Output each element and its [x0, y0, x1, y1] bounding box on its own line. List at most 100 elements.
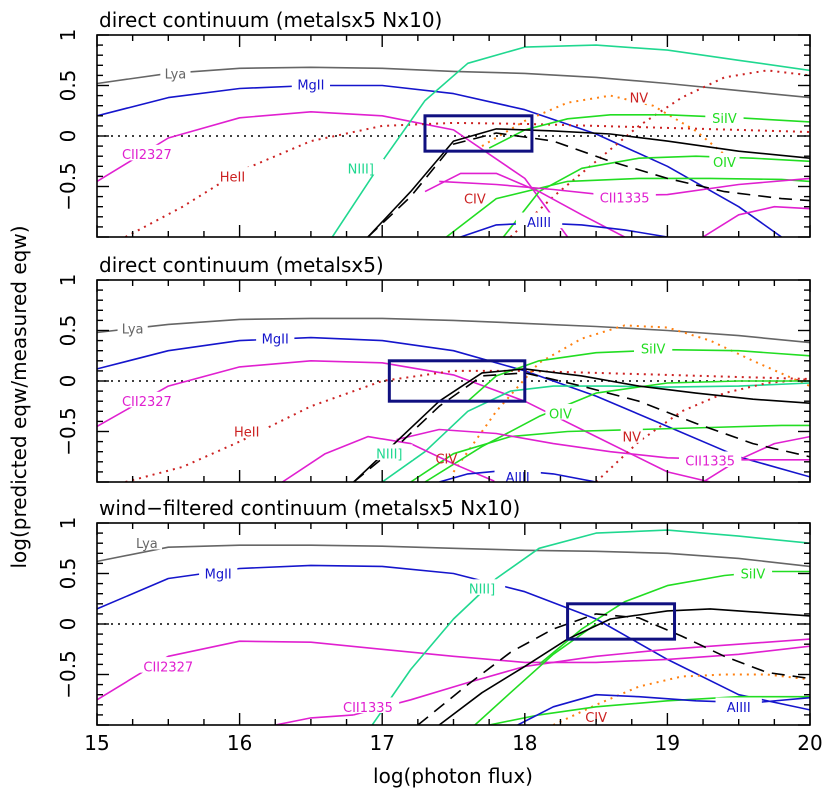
series-label-niii: NIII] — [376, 448, 402, 463]
x-tick-label: 16 — [227, 731, 252, 755]
series-label-lya: Lya — [136, 537, 158, 552]
panel-title: direct continuum (metalsx5 Nx10) — [99, 8, 442, 32]
series-line-unlabeled-12 — [281, 435, 497, 482]
y-tick-label: 0.5 — [56, 315, 80, 347]
x-tick-label: 15 — [84, 731, 109, 755]
x-tick-label: 20 — [797, 731, 822, 755]
series-label-mgii: MgII — [297, 78, 324, 93]
series-label-bg — [256, 329, 295, 345]
series-label-bg — [227, 422, 266, 438]
series-line-unlabeled-4 — [452, 324, 810, 473]
series-label-cii1335: CII1335 — [343, 701, 393, 716]
series-label-bg — [715, 697, 762, 714]
series-label-mgii: MgII — [262, 333, 289, 348]
y-tick-label: 1 — [56, 29, 80, 42]
plot-area — [97, 529, 810, 725]
series-line-unlabeled-10 — [410, 424, 810, 482]
series-line-unlabeled-13 — [417, 613, 810, 725]
series-line-unlabeled-12 — [424, 172, 625, 237]
panel-3: wind−filtered continuum (metalsx5 Nx10) L… — [56, 496, 823, 755]
series-label-heii: HeII — [234, 425, 259, 440]
x-axis-label: log(photon flux) — [373, 764, 533, 788]
series-line-niii — [331, 44, 810, 237]
series-label-bg — [678, 451, 742, 468]
series-label-bg — [115, 144, 179, 161]
series-label-bg — [336, 697, 400, 714]
series-label-bg — [627, 88, 650, 104]
x-tick-label: 19 — [655, 731, 680, 755]
series-line-lya — [97, 66, 810, 99]
series-line-unlabeled-6 — [275, 714, 354, 725]
highlight-box — [387, 359, 527, 403]
series-label-civ: CIV — [585, 711, 607, 726]
series-label-nv: NV — [622, 430, 641, 445]
series-label-bg — [291, 75, 331, 91]
plot-area — [97, 44, 810, 237]
series-label-aliii: AlIII — [506, 471, 530, 486]
series-line-cii2327 — [97, 359, 711, 482]
series-label-cii2327: CII2327 — [143, 660, 193, 675]
y-tick-label: −0.5 — [56, 162, 80, 211]
y-tick-label: −0.5 — [56, 407, 80, 456]
series-label-cii2327: CII2327 — [122, 395, 172, 410]
series-label-niii: NIII] — [469, 583, 495, 598]
series-label-lya: Lya — [122, 322, 144, 337]
series-line-cii2327 — [97, 111, 569, 237]
y-tick-label: −0.5 — [56, 650, 80, 699]
series-label-bg — [709, 152, 740, 169]
series-line-unlabeled-6 — [481, 94, 740, 168]
series-label-bg — [117, 319, 148, 335]
series-line-lya — [97, 544, 810, 568]
series-line-unlabeled-13 — [702, 435, 810, 482]
y-axis-label: log(predicted eqw/measured eqw) — [7, 225, 31, 568]
series-line-unlabeled-12 — [438, 608, 810, 725]
x-tick-label: 18 — [512, 731, 537, 755]
series-label-cii1335: CII1335 — [685, 455, 735, 470]
series-line-unlabeled-15 — [353, 368, 810, 482]
y-tick-label: 0.5 — [56, 70, 80, 102]
series-label-siiv: SiIV — [712, 112, 737, 127]
series-label-bg — [213, 167, 252, 183]
series-line-siiv — [467, 348, 810, 402]
series-label-bg — [366, 444, 413, 460]
series-label-oiv: OIV — [549, 407, 572, 422]
series-line-nv — [595, 378, 810, 482]
series-label-bg — [494, 467, 541, 484]
series-line-niii — [371, 529, 810, 725]
highlight-box — [423, 114, 534, 153]
series-line-cii2327 — [97, 640, 810, 701]
y-tick-label: 0.5 — [56, 558, 80, 590]
series-label-bg — [545, 403, 576, 420]
highlight-box — [566, 602, 677, 641]
series-label-cii2327: CII2327 — [122, 148, 172, 163]
series-label-civ: CIV — [435, 453, 457, 468]
series-line-unlabeled-13 — [702, 205, 810, 237]
series-line-unlabeled-9 — [489, 695, 810, 725]
series-label-bg — [199, 564, 238, 580]
series-label-nv: NV — [630, 92, 649, 107]
series-line-unlabeled-16 — [353, 372, 810, 482]
series-line-cii1335 — [353, 638, 810, 716]
plot-area — [97, 317, 810, 482]
y-tick-label: 0 — [56, 130, 80, 143]
series-label-bg — [131, 533, 162, 550]
series-label-heii: HeII — [220, 170, 245, 185]
series-label-bg — [115, 391, 179, 408]
series-line-mgii — [97, 336, 810, 478]
series-line-unlabeled-10 — [445, 177, 810, 237]
panel-title: direct continuum (metalsx5) — [99, 253, 384, 277]
series-line-mgii — [97, 564, 810, 711]
series-label-lya: Lya — [165, 67, 187, 82]
y-tick-label: 1 — [56, 274, 80, 287]
series-label-civ: CIV — [464, 193, 486, 208]
series-line-oiv — [424, 380, 810, 482]
series-label-bg — [137, 657, 200, 673]
x-tick-label: 17 — [369, 731, 394, 755]
series-label-mgii: MgII — [205, 567, 232, 582]
panel-title: wind−filtered continuum (metalsx5 Nx10) — [99, 496, 520, 520]
series-label-cii1335: CII1335 — [600, 192, 650, 207]
y-tick-label: 0 — [56, 375, 80, 388]
